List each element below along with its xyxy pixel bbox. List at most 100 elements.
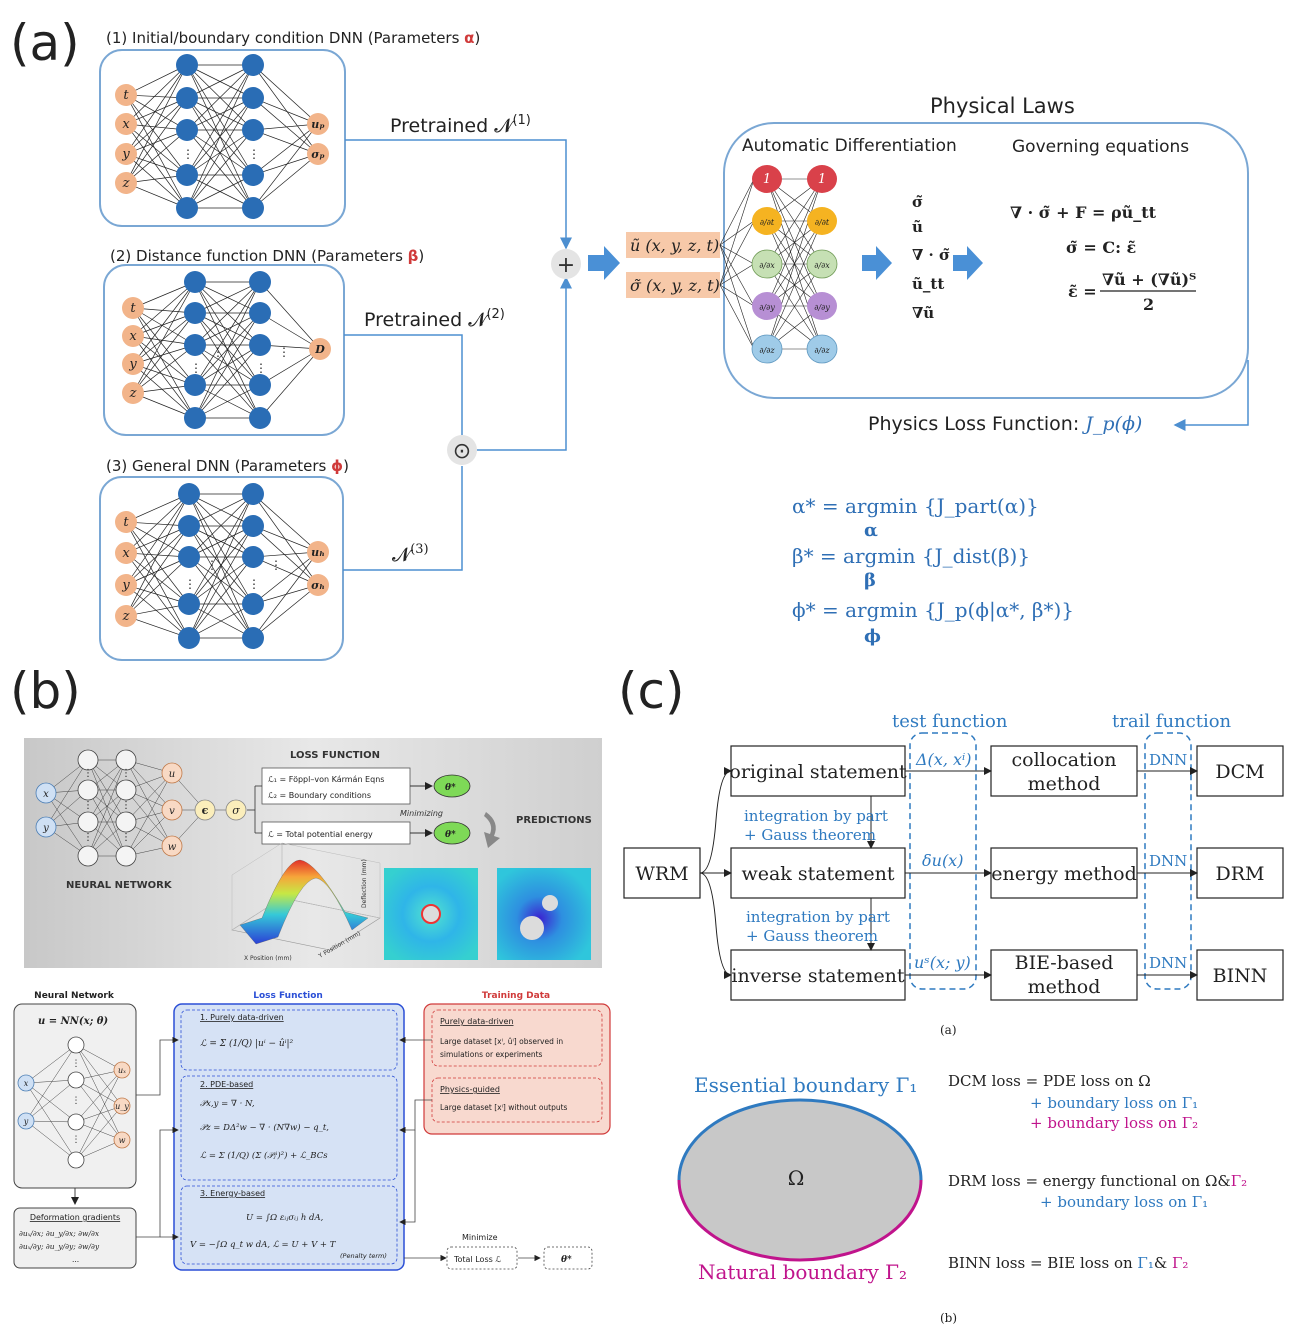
b2-network-node: [67, 1151, 85, 1169]
inverse-label: inverse statement: [731, 965, 904, 987]
caption-a: (a): [940, 1023, 957, 1037]
binn-label: BINN: [1213, 965, 1268, 987]
hidden-node: [184, 302, 206, 324]
b2-s3-eq1: U = ∫Ω εᵢⱼσᵢⱼ h dA,: [246, 1213, 324, 1223]
b2-s2-box: [180, 1075, 398, 1181]
input-node: [122, 325, 144, 347]
hidden-node: [178, 593, 200, 615]
bie-box: [990, 949, 1138, 1001]
b2-network-node: [17, 1074, 35, 1092]
c-boxes: [623, 745, 1284, 1001]
derived-sigma: σ̃: [912, 193, 923, 211]
ellipsis-dots: ⋮: [83, 832, 93, 843]
opt-eq-2: β* = argmin {J_dist(β)}: [792, 544, 1030, 568]
b-theta-node-1: [433, 774, 471, 798]
governing-eq-3-num: ∇ũ + (∇ũ)ᵀ: [1102, 270, 1196, 289]
input-label: z: [122, 609, 130, 624]
b2-td2-text: Large dataset [xⁱ] without outputs: [440, 1103, 568, 1112]
autodiff-title: Automatic Differentiation: [742, 136, 957, 156]
pretrained-n1-label: Pretrained 𝓝(1): [390, 113, 531, 137]
ellipsis-dots: ⋮: [182, 147, 194, 161]
derived-grad-u: ∇ũ: [912, 304, 934, 322]
b2-network-node-label: uₓ: [118, 1066, 126, 1075]
loss-descriptions: DCM loss = PDE loss on Ω + boundary loss…: [948, 1072, 1247, 1272]
field-s-box: [626, 272, 720, 298]
b-network-node: [35, 816, 57, 838]
hidden-node: [242, 87, 264, 109]
b-network-node: [77, 845, 99, 867]
autodiff-node: [752, 165, 782, 193]
ellipsis-dots: ⋮: [83, 800, 93, 811]
svg-text:⊙: ⊙: [453, 439, 471, 464]
output-node: [307, 143, 329, 165]
dnn-2-title: (2) Distance function DNN (Parameters β): [110, 247, 424, 265]
b2-network-node-label: y: [23, 1117, 29, 1126]
input-node: [115, 113, 137, 135]
derived-u: ũ: [912, 218, 923, 236]
autodiff-node-label: ∂/∂t: [815, 218, 830, 227]
binn-box: [1196, 949, 1284, 1001]
input-node: [115, 172, 137, 194]
hidden-node: [178, 483, 200, 505]
b2-network-node-label: x: [24, 1079, 29, 1088]
drm-loss-2: + boundary loss on Γ₁: [1040, 1193, 1208, 1211]
b-network-node: [115, 811, 137, 833]
field-u: ũ (x, y, z, t): [630, 236, 719, 255]
input-label: x: [122, 117, 130, 132]
b2-s2-eq2: 𝒫z = DΔ²w − ∇ · (N∇w) − q_t,: [200, 1122, 329, 1133]
input-label: y: [121, 147, 130, 162]
panel-c-label: (c): [618, 662, 685, 720]
b-network-node: [115, 749, 137, 771]
domain-figure: Ω Essential boundary Γ₁ Natural boundary…: [677, 1073, 923, 1284]
b-loss-l2: ℒ₂ = Boundary conditions: [268, 791, 371, 800]
b2-training-title: Training Data: [482, 991, 550, 1001]
c-box-labels: WRM original statement weak statement in…: [635, 749, 1267, 998]
input-node: [122, 353, 144, 375]
dcm-loss-2: + boundary loss on Γ₁: [1030, 1094, 1198, 1112]
autodiff-node: [806, 249, 838, 279]
opt-eq-3-sub: ϕ: [864, 626, 881, 647]
autodiff-node-label: 1: [818, 172, 826, 187]
b2-def-1: ∂uₓ/∂x; ∂u_y/∂x; ∂w/∂x: [19, 1229, 100, 1238]
input-node: [122, 382, 144, 404]
b2-network-node: [113, 1061, 131, 1079]
b2-loss-title: Loss Function: [253, 991, 323, 1001]
b-epsilon-label: ϵ: [202, 804, 209, 817]
output-node: [309, 338, 331, 360]
ibp-1: integration by part: [744, 807, 888, 825]
b-theta-2: θ*: [445, 830, 456, 840]
b-predictions-label: PREDICTIONS: [516, 815, 592, 826]
autodiff-node: [751, 249, 783, 279]
input-label: y: [128, 357, 137, 372]
test-fn-1: Δ(x, xⁱ): [915, 750, 971, 769]
b-network-node: [77, 749, 99, 771]
binn-loss: BINN loss = BIE loss on Γ₁& Γ₂: [948, 1254, 1188, 1272]
autodiff-node: [807, 292, 837, 320]
hidden-node: [178, 546, 200, 568]
input-node: [115, 143, 137, 165]
ellipsis-dots: ⋮: [248, 147, 260, 161]
hidden-node: [242, 164, 264, 186]
input-node: [115, 542, 137, 564]
output-node: [307, 574, 329, 596]
dnn-3: DNN: [1149, 954, 1187, 972]
ellipsis-dots: ⋮: [121, 768, 131, 779]
b-field-plot-2-hole-2: [542, 895, 558, 911]
weak-label: weak statement: [741, 863, 894, 885]
b2-s3-pen: (Penalty term): [340, 1252, 387, 1260]
b-theta-node-2: [433, 821, 471, 845]
b2-network-node: [67, 1071, 85, 1089]
b2-nn-eq: u = NN(x; θ): [38, 1016, 108, 1027]
governing-eq-2: σ̃ = C: ε̃: [1066, 238, 1136, 257]
b2-total-loss: Total Loss ℒ: [453, 1255, 501, 1264]
autodiff-node-label: ∂/∂x: [814, 261, 830, 270]
dnn-3-title: (3) General DNN (Parameters ϕ): [106, 457, 349, 475]
dnn-1-title: (1) Initial/boundary condition DNN (Para…: [106, 29, 480, 47]
hidden-node: [176, 54, 198, 76]
drm-loss-1: DRM loss = energy functional on Ω&Γ₂: [948, 1172, 1247, 1190]
network-edges: [125, 493, 319, 639]
